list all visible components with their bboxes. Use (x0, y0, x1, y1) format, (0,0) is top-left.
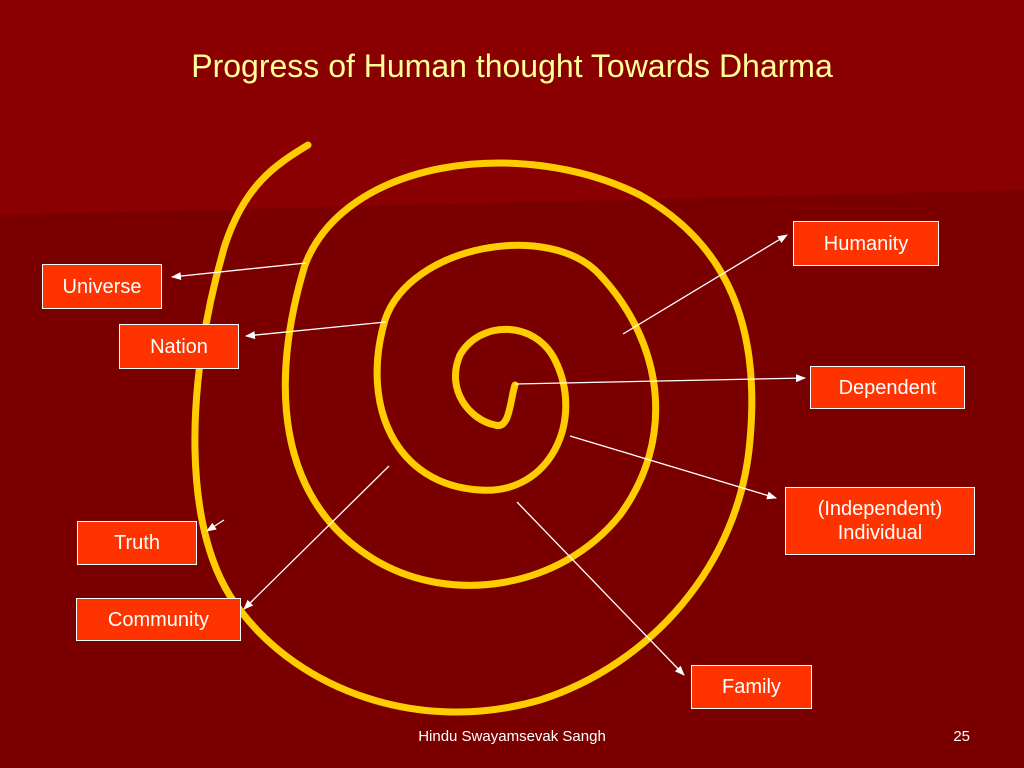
label-community-text: Community (107, 608, 210, 631)
page-number: 25 (953, 728, 970, 745)
label-humanity: Humanity (793, 221, 939, 266)
label-nation: Nation (119, 324, 239, 369)
label-independent-individual: (Independent) Individual (785, 487, 975, 555)
label-nation-text: Nation (150, 335, 208, 358)
connector-nation (245, 321, 387, 340)
label-truth: Truth (77, 521, 197, 565)
page-title: Progress of Human thought Towards Dharma (191, 48, 833, 84)
label-individual-text: Individual (837, 522, 923, 544)
label-community: Community (76, 598, 241, 641)
label-truth-text: Truth (114, 532, 160, 554)
label-family-text: Family (722, 676, 781, 698)
spiral-path (191, 141, 756, 716)
label-dependent: Dependent (810, 366, 965, 409)
connector-dependent (514, 374, 806, 385)
label-family: Family (691, 665, 812, 709)
connector-humanity (622, 234, 788, 335)
connector-community (243, 465, 390, 610)
label-universe-text: Universe (62, 275, 142, 298)
label-independent-text: (Independent) (817, 498, 943, 520)
connector-truth (206, 519, 225, 532)
label-universe: Universe (42, 264, 162, 309)
connector-universe (171, 262, 307, 281)
connector-family (516, 501, 685, 676)
label-humanity-text: Humanity (823, 232, 909, 255)
footer-organization: Hindu Swayamsevak Sangh (418, 728, 606, 745)
label-dependent-text: Dependent (838, 376, 937, 399)
connector-individual (569, 435, 777, 500)
